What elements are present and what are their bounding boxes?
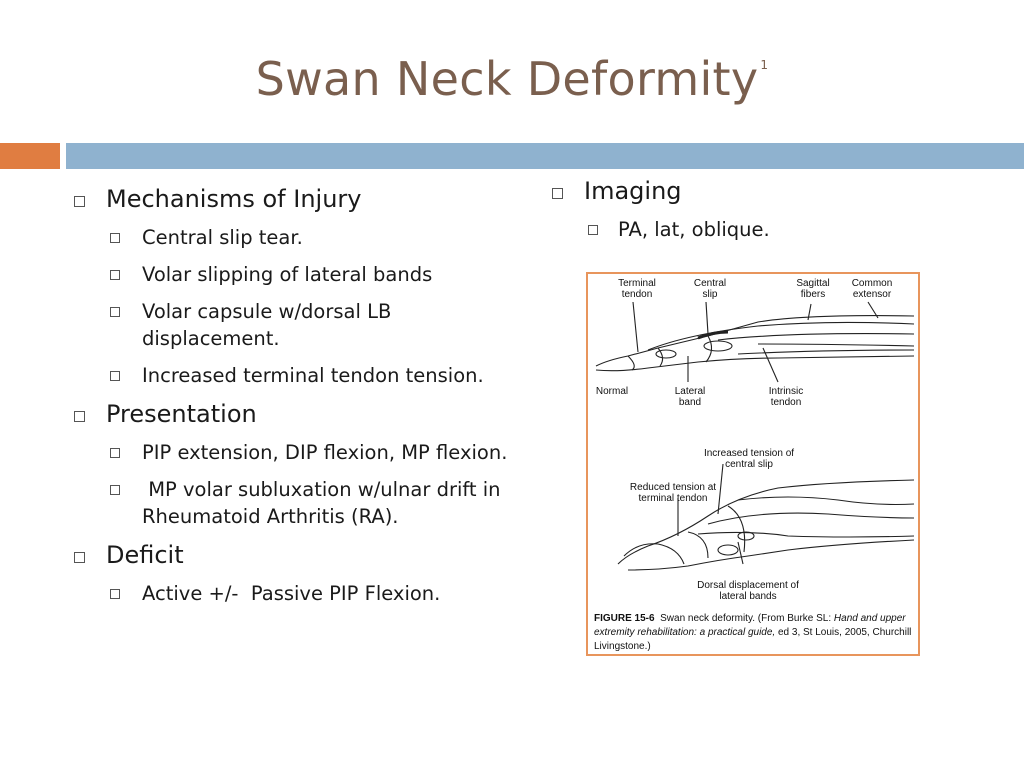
bullet-square-icon <box>110 371 120 381</box>
bullet-square-icon <box>110 270 120 280</box>
bullet-square-icon <box>110 233 120 243</box>
bullet-label: Imaging <box>584 177 682 205</box>
sub-bullet-text: PA, lat, oblique. <box>618 218 770 241</box>
label-terminal-tendon: Terminal tendon <box>618 278 656 300</box>
finger-diagram-figure: Terminal tendon Central slip Sagittal fi… <box>586 272 920 656</box>
bullet-square-icon <box>74 552 85 563</box>
sub-bullet-text: MP volar subluxation w/ulnar drift in Rh… <box>142 478 507 528</box>
caption-text: Swan neck deformity. (From Burke SL: <box>660 613 834 624</box>
bullet-label: Deficit <box>106 541 184 569</box>
sub-bullet: PIP extension, DIP flexion, MP flexion. <box>70 439 530 466</box>
bullet-square-icon <box>110 448 120 458</box>
caption-figure-number: FIGURE 15-6 <box>594 613 655 624</box>
left-column: Mechanisms of Injury Central slip tear. … <box>70 180 530 617</box>
sub-bullet-text: Volar slipping of lateral bands <box>142 263 433 286</box>
finger-diagram-drawing <box>595 301 915 571</box>
bullet-mechanisms: Mechanisms of Injury <box>70 184 530 214</box>
right-column: Imaging PA, lat, oblique. <box>548 172 1008 253</box>
label-dorsal-displacement: Dorsal displacement of lateral bands <box>697 580 799 602</box>
sub-bullet: Active +/- Passive PIP Flexion. <box>70 580 530 607</box>
title-text: Swan Neck Deformity <box>255 52 759 106</box>
caption-book-title: Hand and upper extremity rehabilitation:… <box>594 613 906 638</box>
bullet-label: Presentation <box>106 400 257 428</box>
label-reduced-tension: Reduced tension at terminal tendon <box>629 482 717 504</box>
label-common-extensor: Common extensor <box>851 278 893 300</box>
bullet-label: Mechanisms of Injury <box>106 185 362 213</box>
sub-bullet: Central slip tear. <box>70 224 530 251</box>
caption-text-end: ed 3, St Louis, 2005, Churchill Livingst… <box>594 627 912 652</box>
sub-bullet-text: Active +/- Passive PIP Flexion. <box>142 582 441 605</box>
bullet-square-icon <box>588 225 598 235</box>
accent-bar-blue <box>66 143 1024 169</box>
sub-bullet-text: PIP extension, DIP flexion, MP flexion. <box>142 441 508 464</box>
sub-bullet: Volar slipping of lateral bands <box>70 261 530 288</box>
bullet-square-icon <box>110 307 120 317</box>
sub-bullet: MP volar subluxation w/ulnar drift in Rh… <box>70 476 530 530</box>
bullet-square-icon <box>110 589 120 599</box>
bullet-square-icon <box>552 188 563 199</box>
sub-bullet-text: Central slip tear. <box>142 226 303 249</box>
bullet-square-icon <box>74 411 85 422</box>
sub-bullet: Increased terminal tendon tension. <box>70 362 530 389</box>
bullet-presentation: Presentation <box>70 399 530 429</box>
bullet-square-icon <box>110 485 120 495</box>
label-intrinsic-tendon: Intrinsic tendon <box>768 386 804 408</box>
label-normal: Normal <box>595 386 629 397</box>
sub-bullet: Volar capsule w/dorsal LB displacement. <box>70 298 530 352</box>
bullet-square-icon <box>74 196 85 207</box>
label-lateral-band: Lateral band <box>674 386 706 408</box>
label-central-slip: Central slip <box>693 278 727 300</box>
figure-caption: FIGURE 15-6 Swan neck deformity. (From B… <box>594 612 916 654</box>
sub-bullet: PA, lat, oblique. <box>548 216 1008 243</box>
label-increased-tension: Increased tension of central slip <box>703 448 795 470</box>
bullet-imaging: Imaging <box>548 176 1008 206</box>
bullet-deficit: Deficit <box>70 540 530 570</box>
sub-bullet-text: Volar capsule w/dorsal LB displacement. <box>142 300 392 350</box>
title-footnote: 1 <box>760 58 769 72</box>
accent-bar-orange <box>0 143 60 169</box>
label-sagittal-fibers: Sagittal fibers <box>796 278 830 300</box>
sub-bullet-text: Increased terminal tendon tension. <box>142 364 484 387</box>
